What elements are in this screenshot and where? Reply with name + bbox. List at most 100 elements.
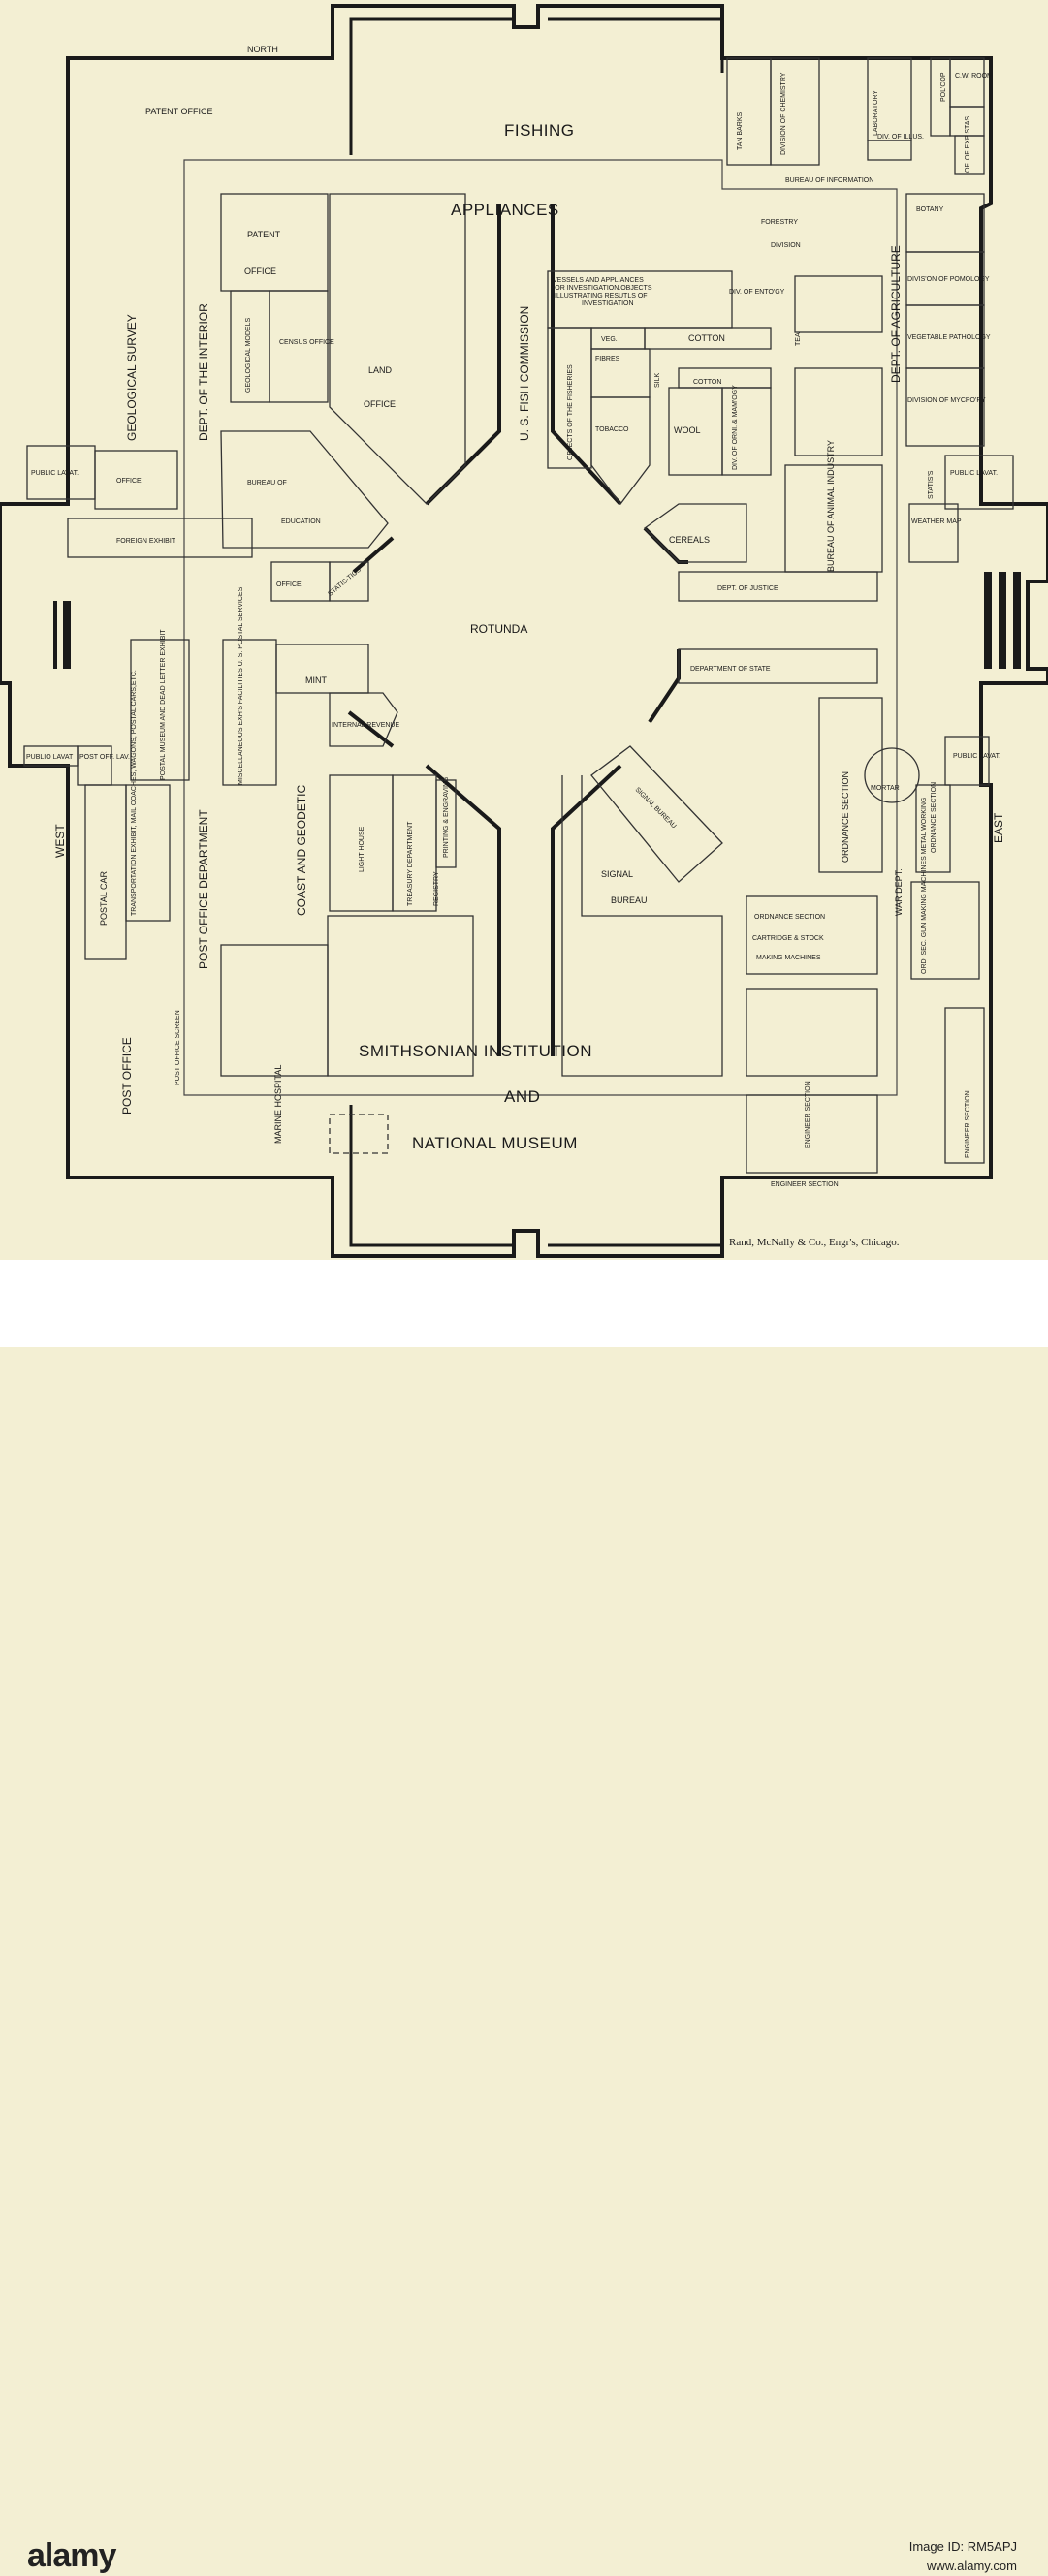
room-vessels-l1: VESSELS AND APPLIANCES [553,277,644,284]
west-label: WEST [53,824,67,858]
room-veg-pathology: VEGETABLE PATHOLOGY [907,334,991,341]
room-fishing: FISHING [504,121,574,140]
room-public-lavat-nw: PUBLIC LAVAT. [31,470,79,477]
room-internal-revenue: INTERNAL REVENUE [332,722,399,729]
room-postal-museum: POSTAL MUSEUM AND DEAD LETTER EXHIBIT [160,629,167,780]
room-mint: MINT [305,675,327,685]
room-and: AND [504,1087,540,1106]
room-tan-barks: TAN BARKS [737,112,744,150]
room-objects-fisheries: OBJECTS OF THE FISHERIES [567,364,574,460]
room-fibres: FIBRES [595,356,620,362]
room-ordnance-cartridge-1: ORDNANCE SECTION [754,914,825,921]
room-forestry-l1: FORESTRY [761,219,798,226]
room-land-office-l1: LAND [368,365,393,375]
room-cotton-top: COTTON [688,333,725,343]
room-department-state: DEPARTMENT OF STATE [690,666,771,673]
room-pol-cop: POL'COP [940,72,947,102]
footer-bar: alamy Image ID: RM5APJ www.alamy.com [0,1260,1048,2574]
room-forestry-l2: DIVISION [771,242,801,249]
room-dept-justice: DEPT. OF JUSTICE [717,585,778,592]
room-div-entomology: DIV. OF ENTO'GY [729,289,785,296]
room-botany: BOTANY [916,206,944,213]
room-foreign-exhibit: FOREIGN EXHIBIT [116,538,176,545]
room-div-orni: DIV. OF ORNI. & MAM'OGY [732,385,739,470]
room-engineer-section-right: ENGINEER SECTION [965,1090,971,1158]
room-dept-agriculture: DEPT. OF AGRICULTURE [889,245,903,383]
image-id: Image ID: RM5APJ [908,2539,1017,2554]
room-vessels-l2: FOR INVESTIGATION.OBJECTS [551,285,652,292]
engraver-credit: Rand, McNally & Co., Engr's, Chicago. [729,1237,900,1248]
room-div-chemistry: DIVISION OF CHEMISTRY [780,72,787,155]
site-url: www.alamy.com [927,2559,1017,2573]
room-mortar: MORTAR [871,785,900,792]
room-post-office-dept: POST OFFICE DEPARTMENT [197,809,210,969]
room-veg: VEG. [601,336,618,343]
room-misc-exhibits: MISCELLANEOUS EXH'S FACILITIES U. S. POS… [238,586,244,785]
room-engineer-section: ENGINEER SECTION [805,1081,811,1148]
room-laboratory: LABORATORY [873,90,879,136]
room-light-house: LIGHT HOUSE [359,826,365,872]
room-div-illus: DIV. OF ILLUS. [877,134,924,141]
room-signal-l2: BUREAU [611,895,648,905]
room-post-office: POST OFFICE [120,1037,134,1115]
room-statis-right: STATIS'S [928,470,935,499]
room-of-exp-stas: OF. OF EXP STAS. [965,114,971,173]
room-weather-map: WEATHER MAP [911,518,962,525]
room-geological-models: GEOLOGICAL MODELS [245,318,252,393]
room-census-office: CENSUS OFFICE [279,339,334,346]
room-bureau-info: BUREAU OF INFORMATION [785,177,873,184]
room-public-lavat-ne: PUBLIC LAVAT. [950,470,998,477]
room-patent-office-nw: PATENT OFFICE [145,107,213,116]
room-signal-l1: SIGNAL [601,869,633,879]
room-smithsonian: SMITHSONIAN INSTITUTION [359,1042,592,1060]
east-label: EAST [992,812,1005,843]
room-cw-room: C.W. ROOM [955,73,993,79]
room-appliances: APPLIANCES [451,201,559,219]
room-mycology: DIVISION OF MYCPO'PY [907,397,986,404]
room-us-fish-commission: U. S. FISH COMMISSION [518,306,531,441]
room-marine-hospital: MARINE HOSPITAL [273,1065,283,1144]
room-patent-office-l2: OFFICE [244,267,276,276]
room-land-office-l2: OFFICE [364,399,396,409]
room-vessels-l4: INVESTIGATION [582,300,634,307]
room-war-dept: WAR DEPT. [894,868,904,916]
room-ordnance-section-big: ORDNANCE SECTION [841,771,850,863]
room-bureau-edu-l2: EDUCATION [281,518,321,525]
room-registry: REGISTRY [433,871,440,906]
room-printing: PRINTING & ENGRAVING [443,777,450,859]
room-coast-geodetic: COAST AND GEODETIC [295,785,308,916]
room-gun-making: ORD. SEC. GUN MAKING MACHINES METAL WORK… [921,798,928,974]
room-wool: WOOL [674,425,701,435]
room-geological-survey: GEOLOGICAL SURVEY [125,314,139,441]
room-dept-interior: DEPT. OF THE INTERIOR [197,303,210,441]
room-rotunda: ROTUNDA [470,622,527,636]
room-engineer-section-bottom: ENGINEER SECTION [771,1181,839,1188]
north-label: NORTH [247,45,278,54]
room-silk: SILK [654,372,661,388]
room-ordnance-cartridge-3: MAKING MACHINES [756,955,821,961]
room-vessels-l3: ILLUSTRATING RESUTLS OF [555,293,648,299]
room-ordnance-cartridge-2: CARTRIDGE & STOCK [752,935,824,942]
room-post-off-lav: POST OFF. LAV. [79,754,130,761]
room-pomology: DIVIS'ON OF POMOLOGY [907,276,990,283]
room-cereals: CEREALS [669,535,710,545]
room-treasury: TREASURY DEPARTMENT [407,821,414,906]
room-ordnance-small: ORDNANCE SECTION [931,782,937,853]
room-transportation: TRANSPORTATION EXHIBIT, MAIL COACHES, WA… [131,670,138,916]
room-post-office-screen: POST OFFICE SCREEN [175,1010,181,1085]
room-bureau-animal: BUREAU OF ANIMAL INDUSTRY [826,440,836,572]
room-public-lavat-se: PUBLIC LAVAT. [953,753,1000,760]
room-tobacco: TOBACCO [595,426,629,433]
room-postal-car: POSTAL CAR [99,870,109,926]
room-national-museum: NATIONAL MUSEUM [412,1134,578,1152]
room-office-small: OFFICE [276,581,302,588]
room-cotton-mid: COTTON [693,379,721,386]
room-tea: TEA [795,332,802,346]
room-public-lavat-sw: PUBLIO LAVAT [26,754,74,761]
image-reference: Image ID: RM5APJ www.alamy.com [909,2537,1017,2576]
room-bureau-edu-l1: BUREAU OF [247,480,287,487]
room-patent-office-l1: PATENT [247,230,281,239]
inner-wall [183,159,898,1096]
floor-plan-map: NORTH PATENT OFFICE FISHING APPLIANCES G… [0,4,1048,1258]
brand-logo: alamy [27,2537,116,2574]
